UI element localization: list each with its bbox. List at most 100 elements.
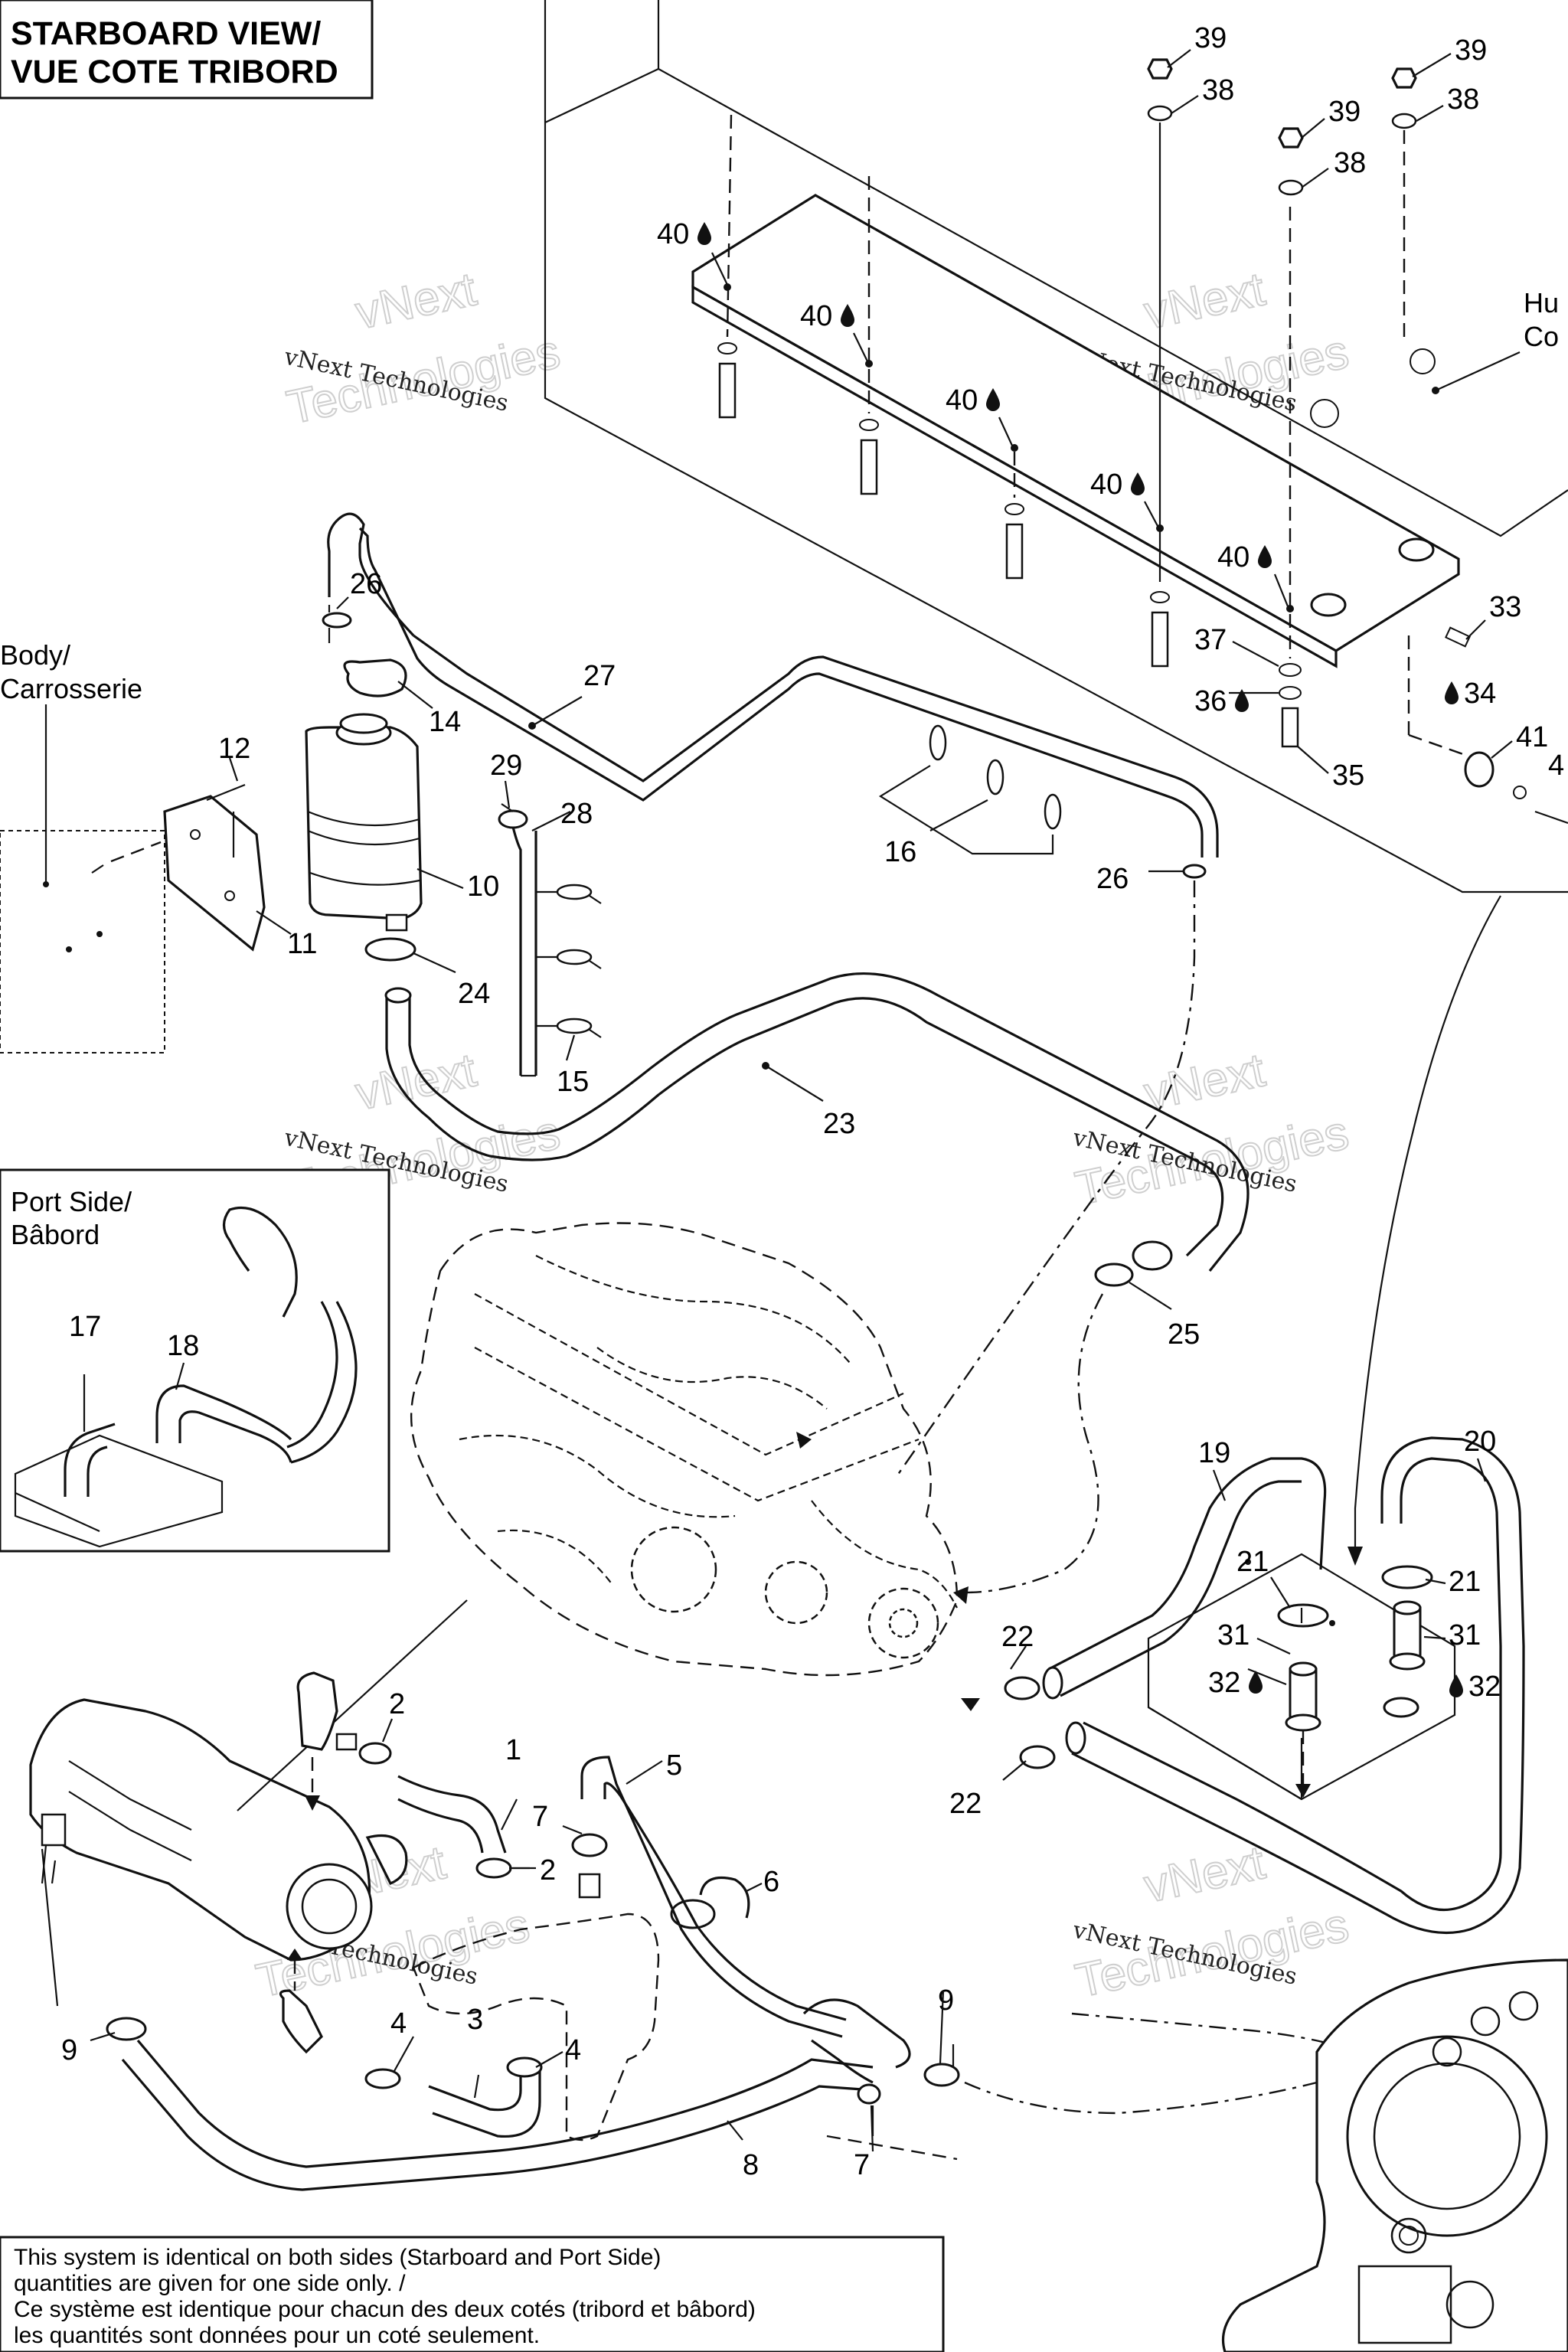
nut (1391, 67, 1417, 89)
watermark-outline-top: vNext (351, 1044, 481, 1120)
callout-8: 8 (743, 2149, 759, 2181)
o-ring (1182, 864, 1207, 879)
drop-icon (1449, 1674, 1463, 1697)
hose-7-segment (802, 1998, 911, 2084)
title-box: STARBOARD VIEW/ VUE COTE TRIBORD (0, 0, 374, 100)
callout-26: 26 (350, 568, 382, 600)
callout-18: 18 (167, 1330, 199, 1362)
callout-21: 21 (1449, 1566, 1481, 1598)
callout-31: 31 (1217, 1619, 1250, 1651)
callout-2: 2 (540, 1854, 556, 1886)
note-line-3: Ce système est identique pour chacun des… (14, 2297, 756, 2322)
clamp-set-16 (878, 724, 1062, 855)
cable-tie (670, 1876, 763, 1929)
bolt (1150, 122, 1170, 668)
callout-6: 6 (763, 1866, 779, 1898)
watermark-outline-top: vNext (1140, 1836, 1269, 1913)
callout-24: 24 (458, 978, 490, 1010)
mounting-bracket (163, 795, 266, 952)
callout-38: 38 (1334, 147, 1366, 179)
drop-icon (1445, 681, 1459, 704)
callout-10: 10 (467, 871, 499, 903)
port-side-inset: Port Side/ Bâbord (0, 1168, 390, 1553)
elbow-fitting (279, 1989, 323, 2054)
hull-panel: Hu Co (544, 0, 1568, 893)
callout-38: 38 (1202, 74, 1234, 106)
callout-4: 4 (565, 2034, 581, 2066)
flow-path (964, 2081, 1318, 2115)
bolt (1004, 452, 1024, 580)
hose-27 (327, 512, 1219, 858)
callout-40: 40 (657, 218, 689, 250)
clamp-22a (1004, 1676, 1040, 1700)
callout-22: 22 (1001, 1621, 1034, 1653)
callout-19: 19 (1198, 1437, 1230, 1469)
callout-39: 39 (1328, 96, 1361, 128)
callout-22: 22 (949, 1788, 982, 1820)
note-box: This system is identical on both sides (… (0, 2236, 945, 2352)
drop-icon (1258, 545, 1272, 568)
callout-39: 39 (1455, 34, 1487, 67)
hose-20 (1065, 1436, 1525, 1935)
callout-7: 7 (532, 1801, 548, 1833)
bolt (1279, 207, 1302, 748)
washer (1147, 105, 1173, 122)
callout-5: 5 (666, 1749, 682, 1782)
hose-1 (397, 1775, 518, 1854)
port-label-2: Bâbord (11, 1219, 100, 1250)
hose-23 (384, 972, 1250, 1272)
callout-40: 40 (946, 384, 978, 416)
flow-path (895, 880, 1196, 1478)
callout-39: 39 (1194, 22, 1227, 54)
body-label-2: Carrosserie (0, 673, 142, 704)
callout-16: 16 (884, 836, 916, 868)
flow-path (964, 1293, 1104, 1594)
water-box (1147, 1553, 1456, 1801)
callout-27: 27 (583, 660, 616, 692)
callout-33: 33 (1489, 591, 1521, 623)
o-ring (322, 612, 352, 629)
fitting-31a (1277, 1603, 1329, 1798)
callout-9: 9 (938, 1984, 954, 2017)
callout-31: 31 (1449, 1619, 1481, 1651)
nut (1147, 58, 1173, 80)
clamp-set-15 (536, 884, 602, 1038)
callout-32: 32 (1208, 1667, 1240, 1699)
callout-4: 4 (390, 2007, 407, 2040)
fitting-31b (1381, 1565, 1433, 1671)
hose-8 (121, 2039, 874, 2191)
callout-29: 29 (490, 750, 522, 782)
clamp (857, 2083, 881, 2105)
drop-icon (841, 304, 854, 327)
callout-34: 34 (1464, 678, 1496, 710)
clamp (358, 1742, 392, 1765)
reservoir-cap (343, 658, 407, 697)
callout-15: 15 (557, 1066, 589, 1098)
engine-block (410, 1222, 959, 1677)
riser-hose (412, 1913, 660, 2141)
nut (1278, 127, 1304, 149)
clamp (571, 1833, 608, 1857)
callout-12: 12 (218, 733, 250, 765)
note-line-1: This system is identical on both sides (… (14, 2245, 661, 2270)
clamp-25 (1094, 1263, 1172, 1310)
clamp (364, 2068, 401, 2089)
callout-32: 32 (1468, 1671, 1501, 1703)
callout-37: 37 (1194, 624, 1227, 656)
exhaust-manifold (29, 1698, 408, 1962)
clamp (498, 809, 528, 829)
drop-icon (1235, 689, 1249, 712)
callout-40: 40 (1090, 469, 1122, 501)
callout-40: 40 (1217, 541, 1250, 573)
callout-38: 38 (1447, 83, 1479, 116)
note-line-4: les quantités sont données pour un coté … (14, 2323, 540, 2348)
callout-26: 26 (1096, 863, 1129, 895)
bolt (717, 114, 737, 419)
clamp (475, 1857, 512, 1879)
drop-icon (1249, 1671, 1263, 1694)
body-panel (0, 704, 165, 1054)
callout-4x: 4 (1548, 750, 1564, 782)
coolant-reservoir: Body/ Carrosserie (0, 639, 464, 1054)
bolt (859, 176, 879, 495)
